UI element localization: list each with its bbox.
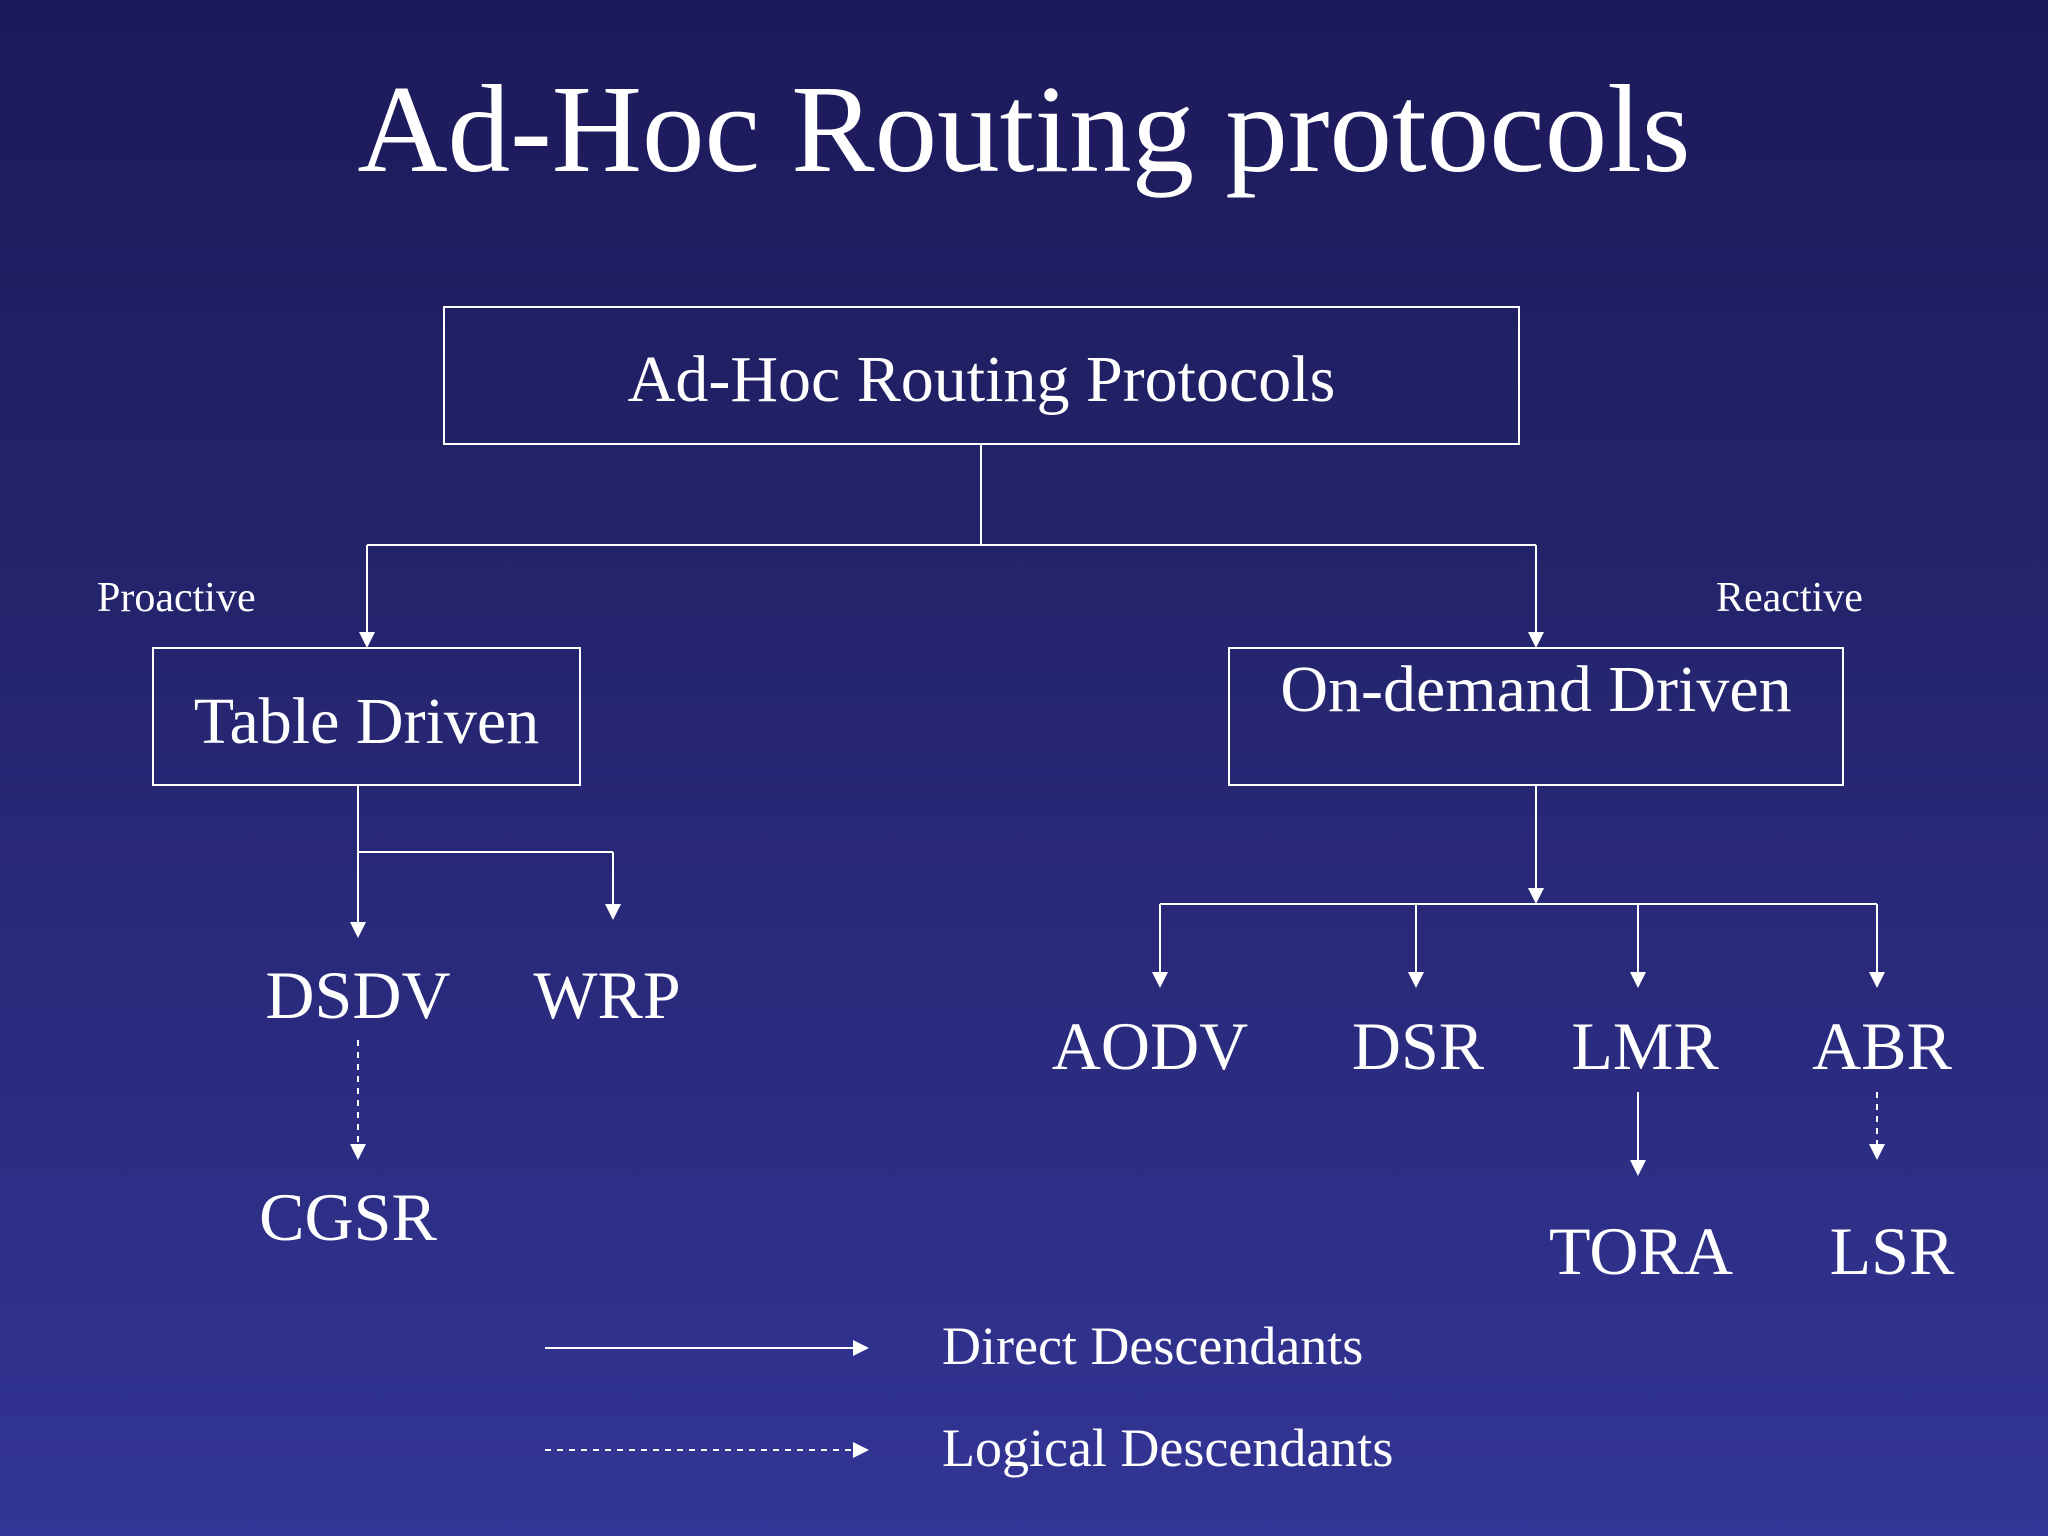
on-demand-label: On-demand Driven: [1280, 653, 1792, 726]
arrowhead-lmr: [1630, 972, 1646, 988]
table-driven-label: Table Driven: [193, 685, 540, 758]
node-dsdv: DSDV: [265, 957, 451, 1033]
arrowhead-dsdv: [350, 922, 366, 938]
legend-logical-arrowhead: [853, 1442, 869, 1458]
arrowhead-cgsr: [350, 1144, 366, 1160]
reactive-label: Reactive: [1716, 575, 1863, 621]
arrowhead-tora: [1630, 1160, 1646, 1176]
arrowhead-wrp: [605, 904, 621, 920]
arrowhead-on-demand: [1528, 632, 1544, 648]
table-driven-box: [152, 647, 581, 786]
node-lsr: LSR: [1829, 1213, 1955, 1289]
arrowhead-table-driven: [359, 632, 375, 648]
node-lmr: LMR: [1571, 1008, 1719, 1084]
arrowhead-lsr: [1869, 1144, 1885, 1160]
legend-logical-label: Logical Descendants: [942, 1418, 1394, 1478]
node-abr: ABR: [1812, 1008, 1952, 1084]
arrowhead-on-demand-bus: [1528, 888, 1544, 904]
root-label: Ad-Hoc Routing Protocols: [627, 343, 1336, 416]
arrowhead-dsr: [1408, 972, 1424, 988]
node-dsr: DSR: [1351, 1008, 1485, 1084]
legend-direct-arrowhead: [853, 1340, 869, 1356]
node-tora: TORA: [1549, 1213, 1733, 1289]
legend-direct-label: Direct Descendants: [942, 1316, 1364, 1376]
page-title: Ad-Hoc Routing protocols: [357, 61, 1691, 199]
proactive-label: Proactive: [97, 575, 256, 621]
arrowhead-aodv: [1152, 972, 1168, 988]
node-cgsr: CGSR: [259, 1179, 437, 1255]
node-wrp: WRP: [533, 957, 681, 1033]
arrowhead-abr: [1869, 972, 1885, 988]
node-aodv: AODV: [1051, 1008, 1249, 1084]
